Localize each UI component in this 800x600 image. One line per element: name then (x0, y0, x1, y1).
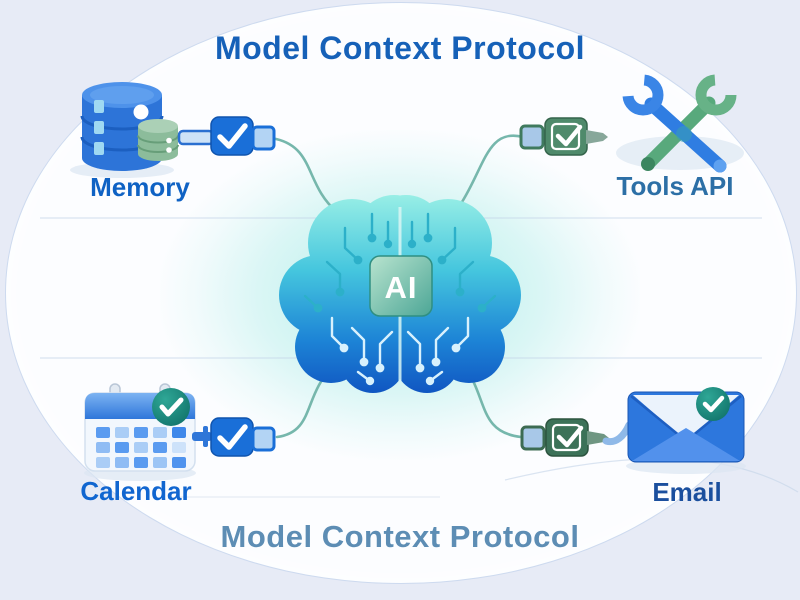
check-badge (152, 388, 190, 426)
email-label: Email (652, 477, 722, 507)
circuit-traces-lower (330, 316, 470, 386)
ai-chip: AI (369, 255, 433, 317)
checkmark-icon (556, 425, 584, 448)
checkmark-icon (555, 124, 583, 147)
usb-connector-calendar (192, 417, 276, 457)
cable-tools (460, 134, 525, 204)
memory-node (70, 82, 276, 178)
calendar-day-grid (96, 427, 186, 468)
check-badge (696, 387, 730, 421)
checkmark-icon (159, 397, 184, 417)
tools-node (519, 74, 744, 173)
calendar-icon (84, 383, 196, 472)
connection-cables (274, 134, 525, 439)
circuit-traces-upper (303, 212, 497, 313)
circuit-brain-icon: AI (279, 195, 521, 393)
calendar-node (84, 383, 276, 481)
tools-label: Tools API (616, 171, 734, 201)
crossed-wrenches-icon (622, 74, 737, 173)
email-plug-hose (602, 421, 633, 446)
envelope-icon (627, 387, 745, 463)
title-bottom: Model Context Protocol (220, 519, 580, 554)
ai-chip-label: AI (385, 270, 418, 305)
database-small-icon (137, 119, 179, 161)
calendar-label: Calendar (80, 476, 192, 506)
checkmark-icon (702, 395, 725, 413)
usb-connector-memory (177, 116, 276, 156)
checkmark-icon (217, 424, 248, 450)
title-top: Model Context Protocol (214, 30, 586, 66)
usb-connector-email (520, 418, 633, 457)
checkmark-icon (217, 123, 248, 149)
cable-memory (274, 137, 339, 214)
usb-connector-tools (519, 117, 608, 156)
email-node (520, 387, 746, 474)
memory-label: Memory (90, 172, 190, 202)
